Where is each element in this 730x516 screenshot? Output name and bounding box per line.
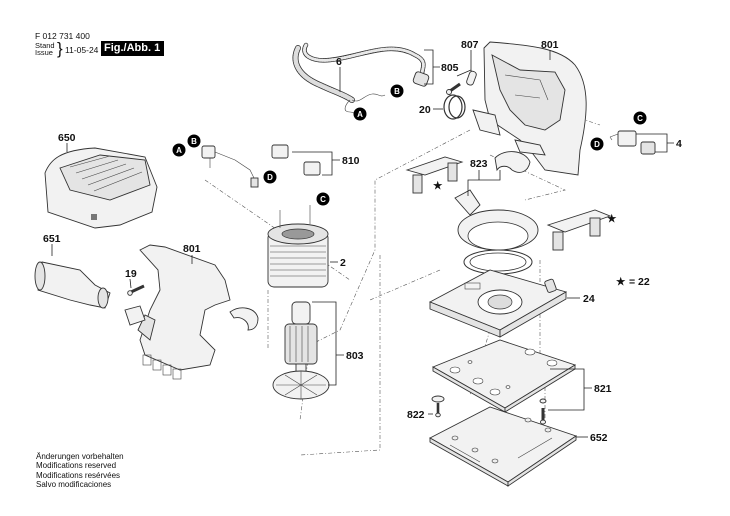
leader-823 (467, 170, 501, 196)
label-19: 19 (125, 268, 137, 280)
screw-part-822 (431, 395, 445, 418)
leader-821 (548, 368, 592, 411)
svg-text:D: D (267, 173, 273, 182)
label-4: 4 (676, 138, 682, 150)
dust-box-part-650 (44, 147, 158, 229)
terminal-block (201, 145, 259, 188)
legend-star-equals: = 22 (629, 276, 650, 288)
label-807: 807 (461, 39, 479, 51)
screw-part-19 (127, 284, 145, 296)
leader-805 (424, 49, 440, 85)
connector-marker-B1: B (390, 84, 404, 98)
connector-marker-C2: C (316, 192, 330, 206)
fan-baffle (229, 307, 259, 331)
note-fr: Modifications resérvées (36, 470, 121, 480)
note-en: Modifications reserved (36, 461, 117, 471)
drawing-part-number: F 012 731 400 (35, 31, 90, 41)
issue-label: Issue (35, 48, 53, 57)
label-24: 24 (583, 293, 595, 305)
fan-housing-part-823 (454, 151, 539, 275)
issue-date: 11-05-24 (65, 45, 99, 55)
label-823: 823 (470, 158, 488, 170)
label-805: 805 (441, 62, 459, 74)
housing-half-part-801-top (472, 41, 587, 176)
leader-19 (129, 278, 132, 289)
svg-text:B: B (394, 87, 400, 96)
svg-text:A: A (176, 146, 182, 155)
cord-clamp-part-807 (466, 70, 477, 86)
svg-text:B: B (191, 137, 197, 146)
svg-text:C: C (637, 114, 643, 123)
screw-part-821 (539, 398, 547, 425)
sanding-pad-part-652 (429, 406, 578, 487)
intermediate-plate-part-821 (431, 339, 577, 413)
label-801-left: 801 (183, 243, 201, 255)
note-de: Änderungen vorbehalten (36, 452, 124, 461)
label-2: 2 (340, 257, 346, 269)
note-es: Salvo modificaciones (36, 480, 112, 490)
legend-star: ★ (616, 276, 626, 288)
power-cord-part-805 (292, 42, 430, 119)
label-801-top: 801 (541, 39, 559, 51)
label-822: 822 (407, 409, 425, 421)
star-marker-left: ★ (433, 180, 443, 192)
armature-part-803 (272, 301, 330, 400)
connector-marker-A1: A (353, 107, 367, 121)
switch-part-4 (609, 130, 656, 155)
brace-glyph: } (57, 39, 63, 58)
carbon-brushes-part-810 (271, 144, 321, 176)
connector-marker-D1: D (590, 137, 604, 151)
connector-marker-C1: C (633, 111, 647, 125)
label-810: 810 (342, 155, 360, 167)
dust-adapter-part-651 (34, 261, 111, 309)
base-plate-part-24 (428, 269, 568, 338)
leader-810 (292, 151, 340, 176)
field-winding-part-2 (267, 205, 329, 288)
figure-badge: Fig./Abb. 1 (101, 41, 165, 56)
connector-marker-A2: A (172, 143, 186, 157)
screw-part-807 (446, 82, 461, 95)
leader-4 (636, 133, 674, 153)
svg-text:D: D (594, 140, 600, 149)
stand-label: Stand (35, 41, 55, 50)
label-803: 803 (346, 350, 364, 362)
connector-marker-D2: D (263, 170, 277, 184)
svg-text:C: C (320, 195, 326, 204)
label-821: 821 (594, 383, 612, 395)
label-20: 20 (419, 104, 431, 116)
label-6: 6 (336, 56, 342, 68)
svg-text:A: A (357, 110, 363, 119)
label-650: 650 (58, 132, 76, 144)
standoff-part-22-left (405, 156, 464, 194)
label-652: 652 (590, 432, 608, 444)
housing-half-part-801-left (124, 244, 231, 380)
label-651: 651 (43, 233, 61, 245)
footer-notes: Änderungen vorbehalten Modifications res… (36, 452, 124, 490)
connector-marker-B2: B (187, 134, 201, 148)
leader-803 (312, 301, 344, 386)
spring-part-20 (443, 94, 466, 120)
star-marker-right: ★ (607, 213, 617, 225)
standoff-part-22-right (546, 209, 612, 251)
stand-issue-label: Stand Issue (35, 41, 55, 57)
